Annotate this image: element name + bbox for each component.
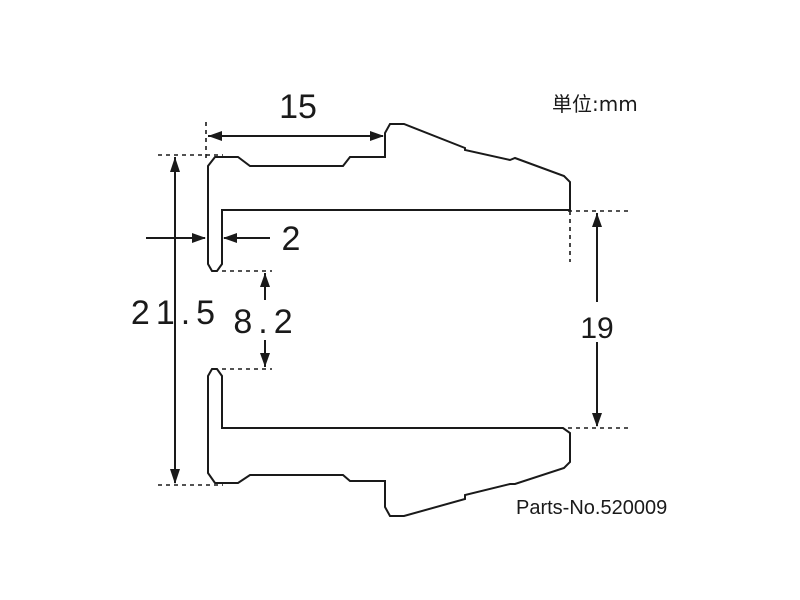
opening-gap-label: 8.2 [233, 303, 298, 341]
dimension-opening-gap: 8.2 [233, 273, 298, 367]
extension-lines [158, 122, 628, 486]
flange-width-label: 15 [279, 88, 317, 126]
unit-note: 単位:mm [552, 92, 638, 116]
wall-thickness-label: 2 [282, 220, 301, 258]
upper-profile [207, 123, 571, 272]
part-number: Parts-No.520009 [516, 497, 667, 519]
dimension-flange-width: 15 [208, 88, 384, 141]
dimension-total-height: 21.5 [131, 157, 221, 484]
dimension-wall-thickness: 2 [146, 220, 300, 258]
total-height-label: 21.5 [131, 294, 221, 332]
dimension-inner-height: 19 [578, 213, 616, 427]
inner-height-label: 19 [580, 312, 613, 345]
lower-profile [207, 368, 571, 517]
